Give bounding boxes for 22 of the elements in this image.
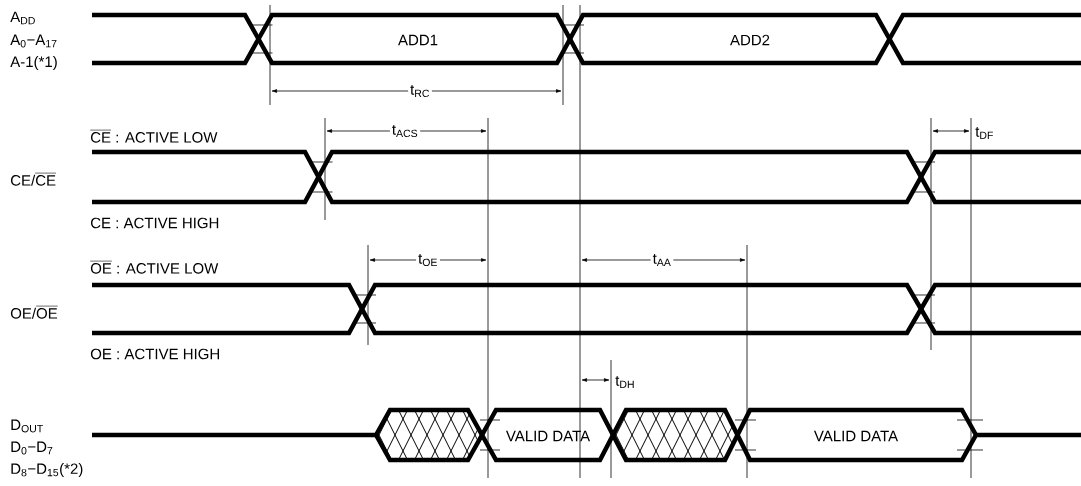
- signal-label: $\overline{\text{OE}}\text{ : ACTIVE LOW}$: [90, 261, 219, 274]
- bus-value-label: ADD2: [730, 34, 770, 46]
- bus-value-label: ADD1: [398, 34, 438, 46]
- signal-label: OE : ACTIVE HIGH: [90, 348, 219, 360]
- signal-label: A$_{DD}$: [10, 11, 35, 25]
- timing-label: t$_{OE}$: [416, 251, 440, 269]
- bus-value-label: VALID DATA: [813, 430, 899, 442]
- timing-label: t$_{AA}$: [650, 252, 674, 268]
- signal-label: $\text{CE/}\overline{\text{CE}}$: [11, 173, 57, 186]
- signal-label: A-1(*1): [10, 56, 57, 70]
- signal-label: $\overline{\text{CE}}\text{ : ACTIVE LOW}$: [90, 130, 218, 143]
- signal-label: D$_{8}$−D$_{15}$(*2): [11, 463, 83, 477]
- signal-label: $\text{OE/}\overline{\text{OE}}$: [10, 306, 58, 319]
- signal-label: D$_{OUT}$: [11, 419, 43, 433]
- timing-label: t$_{ACS}$: [389, 122, 421, 140]
- bus-value-label: VALID DATA: [506, 430, 591, 442]
- signal-label: A$_{0}$−A$_{17}$: [10, 34, 57, 48]
- signal-label: D$_{0}$−D$_{7}$: [11, 441, 53, 455]
- timing-label: t$_{DF}$: [975, 127, 993, 139]
- timing-label: t$_{RC}$: [408, 82, 432, 100]
- timing-label: t$_{DH}$: [615, 376, 634, 388]
- signal-label: CE : ACTIVE HIGH: [91, 217, 219, 229]
